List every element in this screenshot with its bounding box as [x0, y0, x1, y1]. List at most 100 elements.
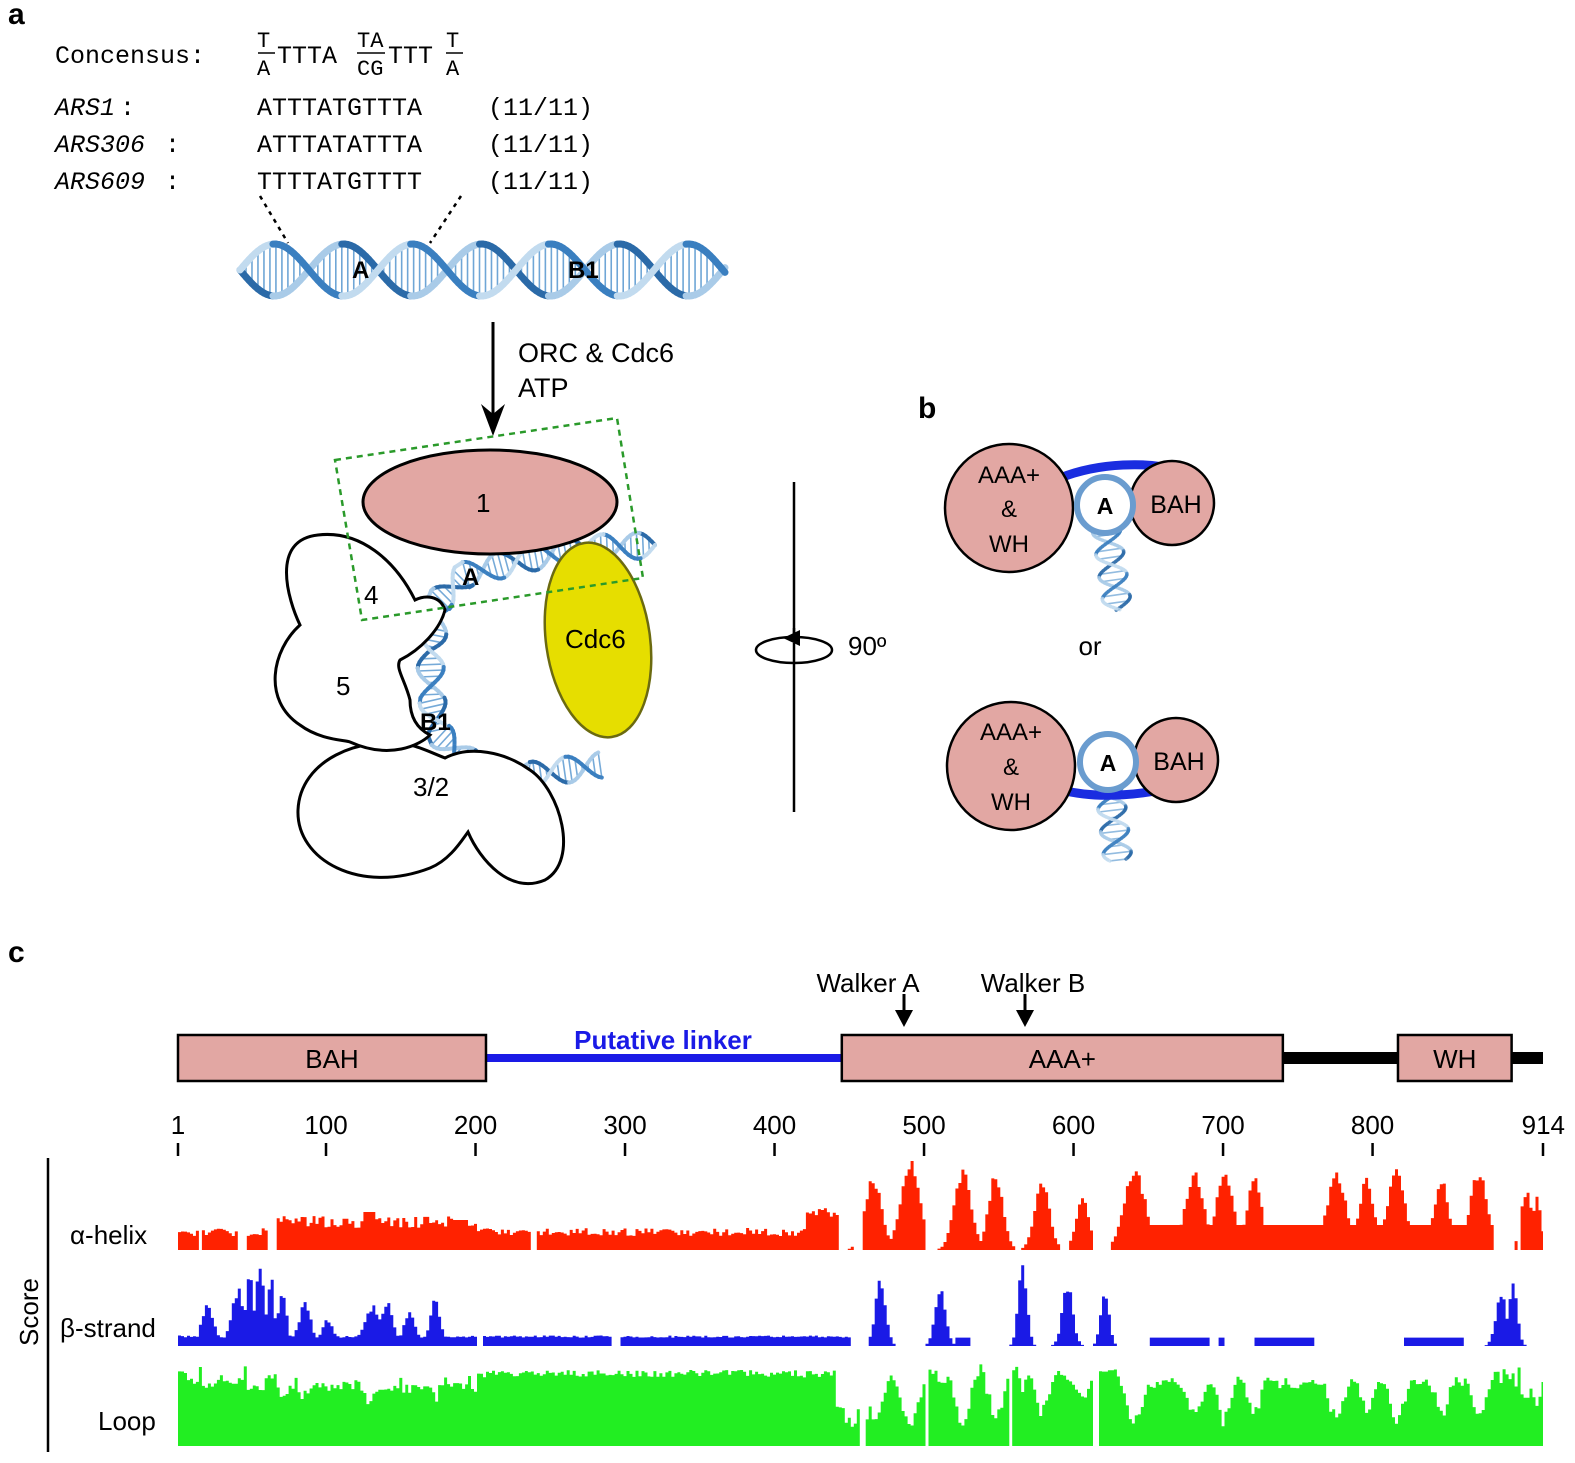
- rotation-axis: [754, 482, 834, 812]
- ars-sequence: ATTTATATTTA: [257, 131, 422, 160]
- ars-score: (11/11): [488, 131, 593, 160]
- alpha-helix-track: [178, 1161, 1543, 1250]
- model-top-a-label: A: [1097, 493, 1114, 519]
- axis-tick-label: 800: [1351, 1110, 1394, 1140]
- orc-dna-label-b1: B1: [420, 709, 451, 736]
- ars-score: (11/11): [488, 94, 593, 123]
- score-plot: Score α-helix β-strand Loop: [14, 1158, 1543, 1452]
- consensus-label: Concensus:: [55, 42, 205, 71]
- ars-name: ARS306: [53, 131, 145, 160]
- score-tracks: [178, 1161, 1543, 1446]
- beta-strand-track: [178, 1265, 1527, 1346]
- model-bottom-aaa-wh-domain: [945, 700, 1077, 832]
- orc-label-1: 1: [476, 488, 490, 518]
- ars-list: ARS1 : ATTTATGTTTA (11/11) ARS306 : ATTT…: [53, 94, 593, 197]
- model-bottom-a-label: A: [1100, 750, 1117, 776]
- axis-tick-label: 1: [171, 1110, 185, 1140]
- model-top: AAA+ & WH A BAH: [943, 442, 1216, 613]
- model-top-dna-a-element: [1074, 474, 1136, 536]
- orc-complex: 1 4 5 3/2 Cdc6 A B1: [273, 416, 657, 886]
- axis-tick-label: 300: [603, 1110, 646, 1140]
- dna-label-a: A: [352, 257, 369, 284]
- model-bottom-bah-label: BAH: [1153, 748, 1204, 776]
- orc-dna-label-a: A: [462, 564, 479, 591]
- ars-sequence: ATTTATGTTTA: [257, 94, 422, 123]
- panel-b-label: b: [918, 392, 936, 425]
- zoom-line-left: [258, 195, 290, 244]
- model-bottom-and-label: &: [1003, 754, 1019, 781]
- axis-tick-label: 200: [454, 1110, 497, 1140]
- ars-name: ARS1: [53, 94, 115, 123]
- series-label-strand: β-strand: [60, 1313, 156, 1343]
- model-bottom-aaa-label: AAA+: [980, 719, 1042, 746]
- consensus-mid1: TTTA: [277, 42, 337, 71]
- orc-subunit-3-2: [296, 741, 566, 886]
- zoom-box: [333, 416, 645, 622]
- score-axis-label: Score: [14, 1278, 44, 1346]
- loop-track-area: [178, 1364, 1543, 1446]
- consensus-sequence: Concensus: T A TTTA TA CG TTT T A: [55, 29, 463, 82]
- ars-row: ARS306 : ATTTATATTTA (11/11): [53, 131, 593, 160]
- axis-tick-label: 100: [304, 1110, 347, 1140]
- orc-label-4: 4: [364, 580, 378, 610]
- model-bottom-wh-label: WH: [991, 789, 1031, 816]
- ars-colon: :: [120, 94, 135, 123]
- arrow-label-atp: ATP: [518, 373, 569, 403]
- consensus-pos2-top: TA: [357, 29, 384, 54]
- model-top-aaa-wh-domain: [943, 442, 1075, 574]
- loop-track: [178, 1364, 1543, 1446]
- rotation-label: 90º: [848, 631, 887, 661]
- model-top-aaa-label: AAA+: [978, 462, 1040, 489]
- consensus-pos2-bottom: CG: [357, 57, 383, 82]
- consensus-pos1-top: T: [257, 29, 270, 54]
- orc-subunit-4-5: [273, 532, 447, 752]
- domain-box-aaa: [840, 1033, 1285, 1083]
- ars-row: ARS1 : ATTTATGTTTA (11/11): [53, 94, 593, 123]
- walker-a-label: Walker A: [816, 968, 920, 998]
- orc-label-3-2: 3/2: [413, 772, 449, 802]
- consensus-pos1-bottom: A: [257, 57, 271, 82]
- axis-tick-label: 400: [753, 1110, 796, 1140]
- position-axis: 1 100 200 300 400 500 600 700 800 914: [171, 1110, 1565, 1156]
- panel-a-label: a: [8, 0, 25, 31]
- series-label-loop: Loop: [98, 1406, 156, 1436]
- domain-box-wh: [1396, 1033, 1513, 1083]
- model-top-wh-label: WH: [989, 531, 1029, 558]
- axis-tick-label: 914: [1522, 1110, 1565, 1140]
- or-label: or: [1078, 631, 1101, 661]
- ars-score: (11/11): [488, 168, 593, 197]
- consensus-mid2: TTT: [388, 42, 433, 71]
- consensus-pos3-bottom: A: [446, 57, 460, 82]
- domain-label: BAH: [305, 1044, 358, 1074]
- dna-label-b1: B1: [568, 257, 599, 284]
- domain-label: WH: [1433, 1044, 1476, 1074]
- axis-tick-label: 600: [1052, 1110, 1095, 1140]
- model-bottom-dna-a-element: [1077, 731, 1139, 793]
- axis-tick-label: 500: [902, 1110, 945, 1140]
- arrow-label-orc-cdc6: ORC & Cdc6: [518, 338, 674, 368]
- zoom-line-right: [428, 195, 463, 244]
- alpha-helix-track-area: [178, 1161, 1543, 1250]
- model-top-and-label: &: [1001, 496, 1017, 523]
- beta-strand-track-area: [178, 1265, 1527, 1346]
- cdc6-subunit: [543, 541, 653, 739]
- dna-helix: [236, 240, 729, 300]
- series-label-helix: α-helix: [70, 1220, 147, 1250]
- linker-label: Putative linker: [574, 1025, 752, 1055]
- orc-subunit-1: [361, 448, 619, 556]
- walker-a-arrow-icon: [895, 1010, 913, 1027]
- cdc6-label: Cdc6: [565, 624, 626, 654]
- domain-label: AAA+: [1029, 1044, 1096, 1074]
- model-bottom: AAA+ & WH A BAH: [945, 700, 1220, 863]
- walker-b-label: Walker B: [981, 968, 1086, 998]
- ars-colon: :: [165, 131, 180, 160]
- domain-map: BAH AAA+ WH Putative linker Walker A Walke…: [176, 968, 1543, 1083]
- orc-label-5: 5: [336, 671, 350, 701]
- ars-name: ARS609: [53, 168, 145, 197]
- binding-arrow: [481, 322, 505, 436]
- ars-row: ARS609 : TTTTATGTTTT (11/11): [53, 168, 593, 197]
- rotation-arrow-icon: [783, 630, 800, 646]
- axis-tick-label: 700: [1201, 1110, 1244, 1140]
